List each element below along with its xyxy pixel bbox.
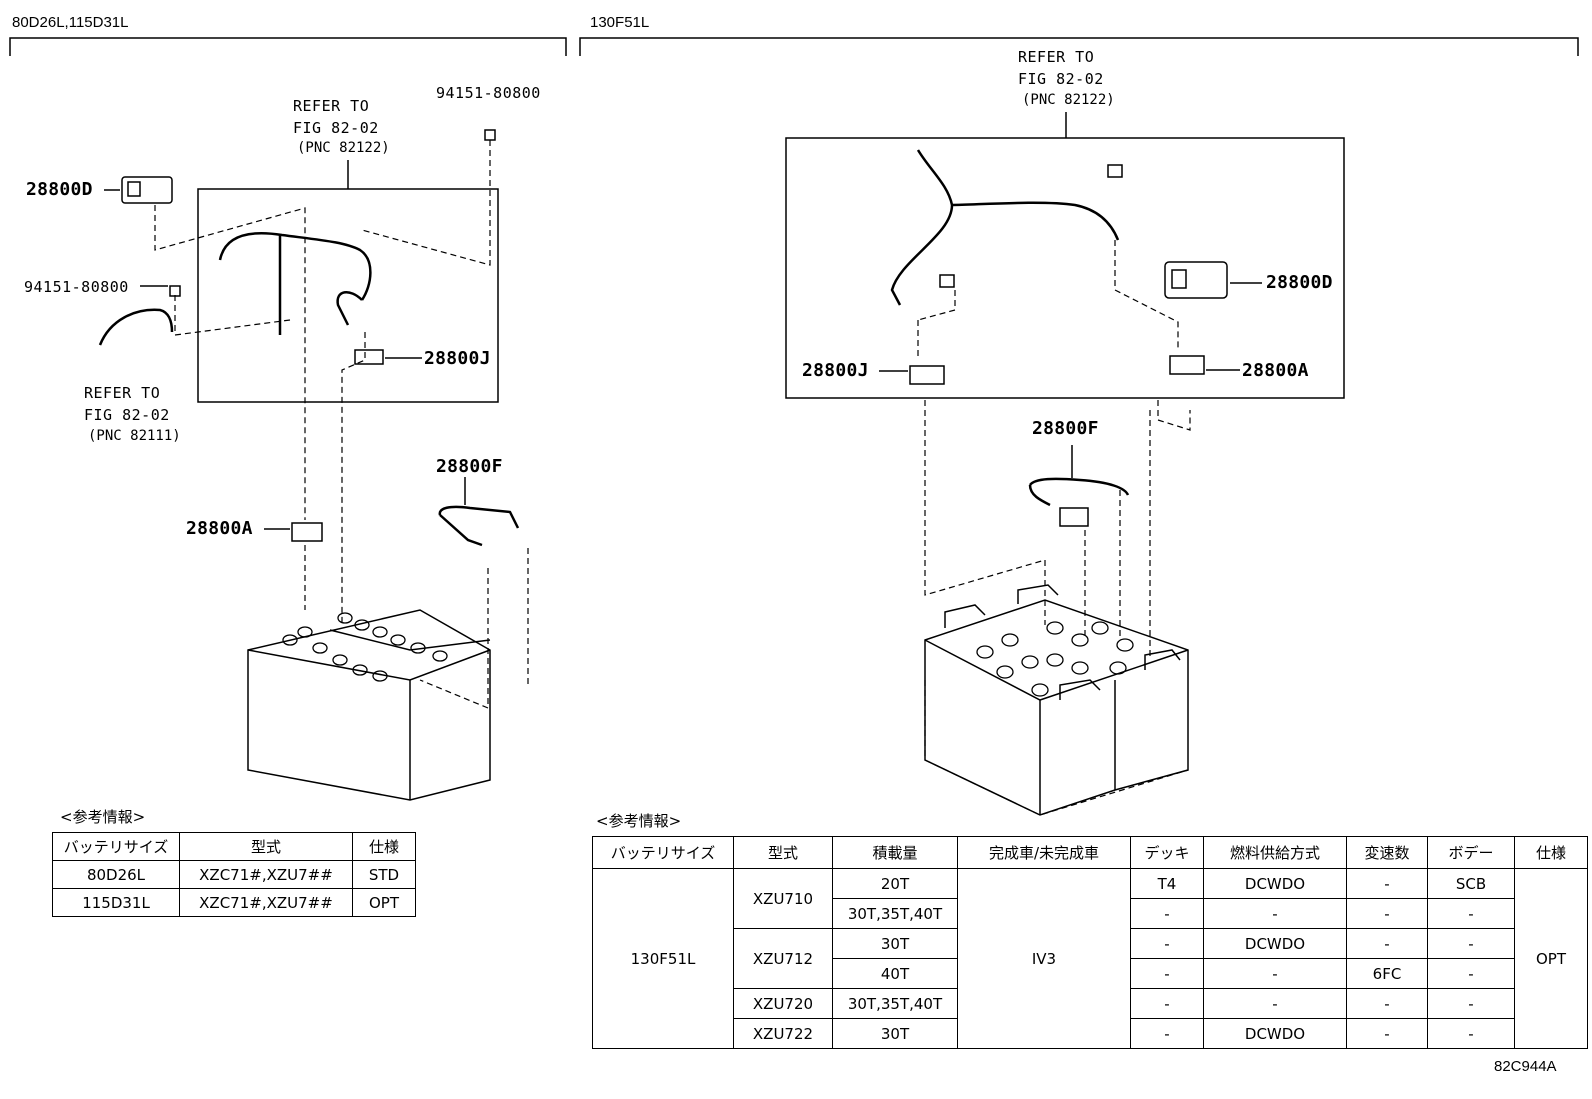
left-table-header: 型式 [179,832,353,861]
left-part-28800a: 28800A [186,518,253,539]
right-ref-table: バッテリサイズ 型式 積載量 完成車/未完成車 デッキ 燃料供給方式 変速数 ボ… [592,836,1588,1049]
table-cell: 115D31L [52,888,180,917]
right-refer-line2: FIG 82-02 [1018,70,1104,88]
left-cable-main [218,232,372,301]
deck-cell: - [1130,898,1204,929]
right-table-header: 積載量 [832,836,958,869]
speed-cell: - [1346,928,1428,959]
right-table-header: 燃料供給方式 [1203,836,1347,869]
deck-cell: T4 [1130,868,1204,899]
left-refer-top-line3: (PNC 82122) [297,140,390,156]
left-refer-left-line2: FIG 82-02 [84,406,170,424]
right-refer-line1: REFER TO [1018,48,1095,66]
right-ref-box [785,137,1345,399]
left-table-header: バッテリサイズ [52,832,180,861]
right-table-header: バッテリサイズ [592,836,734,869]
left-nut-left-label: 94151-80800 [24,278,129,296]
table-cell: XZC71#,XZU7## [179,860,353,889]
right-cable-main [890,149,954,306]
left-cable-small [98,308,174,346]
battery-size-cell: 130F51L [592,868,734,1049]
fuel-cell: - [1203,898,1347,929]
body-cell: - [1427,898,1515,929]
fuel-cell: DCWDO [1203,928,1347,959]
speed-cell: - [1346,1018,1428,1049]
left-ref-title: <参考情報> [60,808,146,826]
table-row: 115D31L XZC71#,XZU7## OPT [52,888,416,917]
right-table-header: 仕様 [1514,836,1588,869]
body-cell: - [1427,1018,1515,1049]
spec-cell: OPT [1514,868,1588,1049]
right-refer-line3: (PNC 82122) [1022,92,1115,108]
left-refer-top-line1: REFER TO [293,97,370,115]
body-cell: - [1427,958,1515,989]
right-part-28800d: 28800D [1266,272,1333,293]
left-ref-table: バッテリサイズ 型式 仕様 80D26L XZC71#,XZU7## STD 1… [52,832,416,917]
load-cell: 30T [832,928,958,959]
model-cell: XZU710 [733,868,833,929]
right-ref-title: <参考情報> [596,812,682,830]
left-part-28800d: 28800D [26,179,93,200]
deck-cell: - [1130,928,1204,959]
left-table-header: 仕様 [352,832,416,861]
speed-cell: - [1346,898,1428,929]
right-table-header: 完成車/未完成車 [957,836,1131,869]
right-table-header: 型式 [733,836,833,869]
left-nut-top-label: 94151-80800 [436,84,541,102]
body-cell: - [1427,928,1515,959]
speed-cell: - [1346,868,1428,899]
left-refer-left-line3: (PNC 82111) [88,428,181,444]
table-cell: XZC71#,XZU7## [179,888,353,917]
deck-cell: - [1130,958,1204,989]
body-cell: SCB [1427,868,1515,899]
right-table-header: デッキ [1130,836,1204,869]
left-part-28800j: 28800J [424,348,491,369]
right-table-header: ボデー [1427,836,1515,869]
table-cell: STD [352,860,416,889]
load-cell: 20T [832,868,958,899]
left-part-28800f: 28800F [436,456,503,477]
load-cell: 30T [832,1018,958,1049]
right-part-28800j: 28800J [802,360,869,381]
table-row: XZU722 30T - DCWDO - - [593,1018,1588,1049]
fuel-cell: - [1203,988,1347,1019]
deck-cell: - [1130,1018,1204,1049]
fuel-cell: DCWDO [1203,868,1347,899]
fuel-cell: DCWDO [1203,1018,1347,1049]
speed-cell: 6FC [1346,958,1428,989]
figure-id: 82C944A [1494,1058,1557,1075]
load-cell: 30T,35T,40T [832,898,958,929]
speed-cell: - [1346,988,1428,1019]
left-refer-top-line2: FIG 82-02 [293,119,379,137]
table-row: 80D26L XZC71#,XZU7## STD [52,860,416,889]
completion-cell: IV3 [957,868,1131,1049]
right-battery [924,584,1189,816]
model-cell: XZU712 [733,928,833,989]
left-ref-box [197,188,499,403]
right-table-header: 変速数 [1346,836,1428,869]
load-cell: 30T,35T,40T [832,988,958,1019]
deck-cell: - [1130,988,1204,1019]
body-cell: - [1427,988,1515,1019]
model-cell: XZU720 [733,988,833,1019]
table-cell: OPT [352,888,416,917]
table-row: XZU720 30T,35T,40T - - - - [593,988,1588,1019]
left-section-bracket [9,37,567,56]
model-cell: XZU722 [733,1018,833,1049]
left-battery [247,609,491,801]
fuel-cell: - [1203,958,1347,989]
right-section-bracket [579,37,1579,56]
table-cell: 80D26L [52,860,180,889]
right-part-28800a: 28800A [1242,360,1309,381]
table-row: 130F51L XZU710 20T IV3 T4 DCWDO - SCB OP… [592,868,1588,1049]
load-cell: 40T [832,958,958,989]
left-section-header: 80D26L,115D31L [12,14,129,31]
right-section-header: 130F51L [590,14,650,31]
right-part-28800f: 28800F [1032,418,1099,439]
left-refer-left-line1: REFER TO [84,384,161,402]
